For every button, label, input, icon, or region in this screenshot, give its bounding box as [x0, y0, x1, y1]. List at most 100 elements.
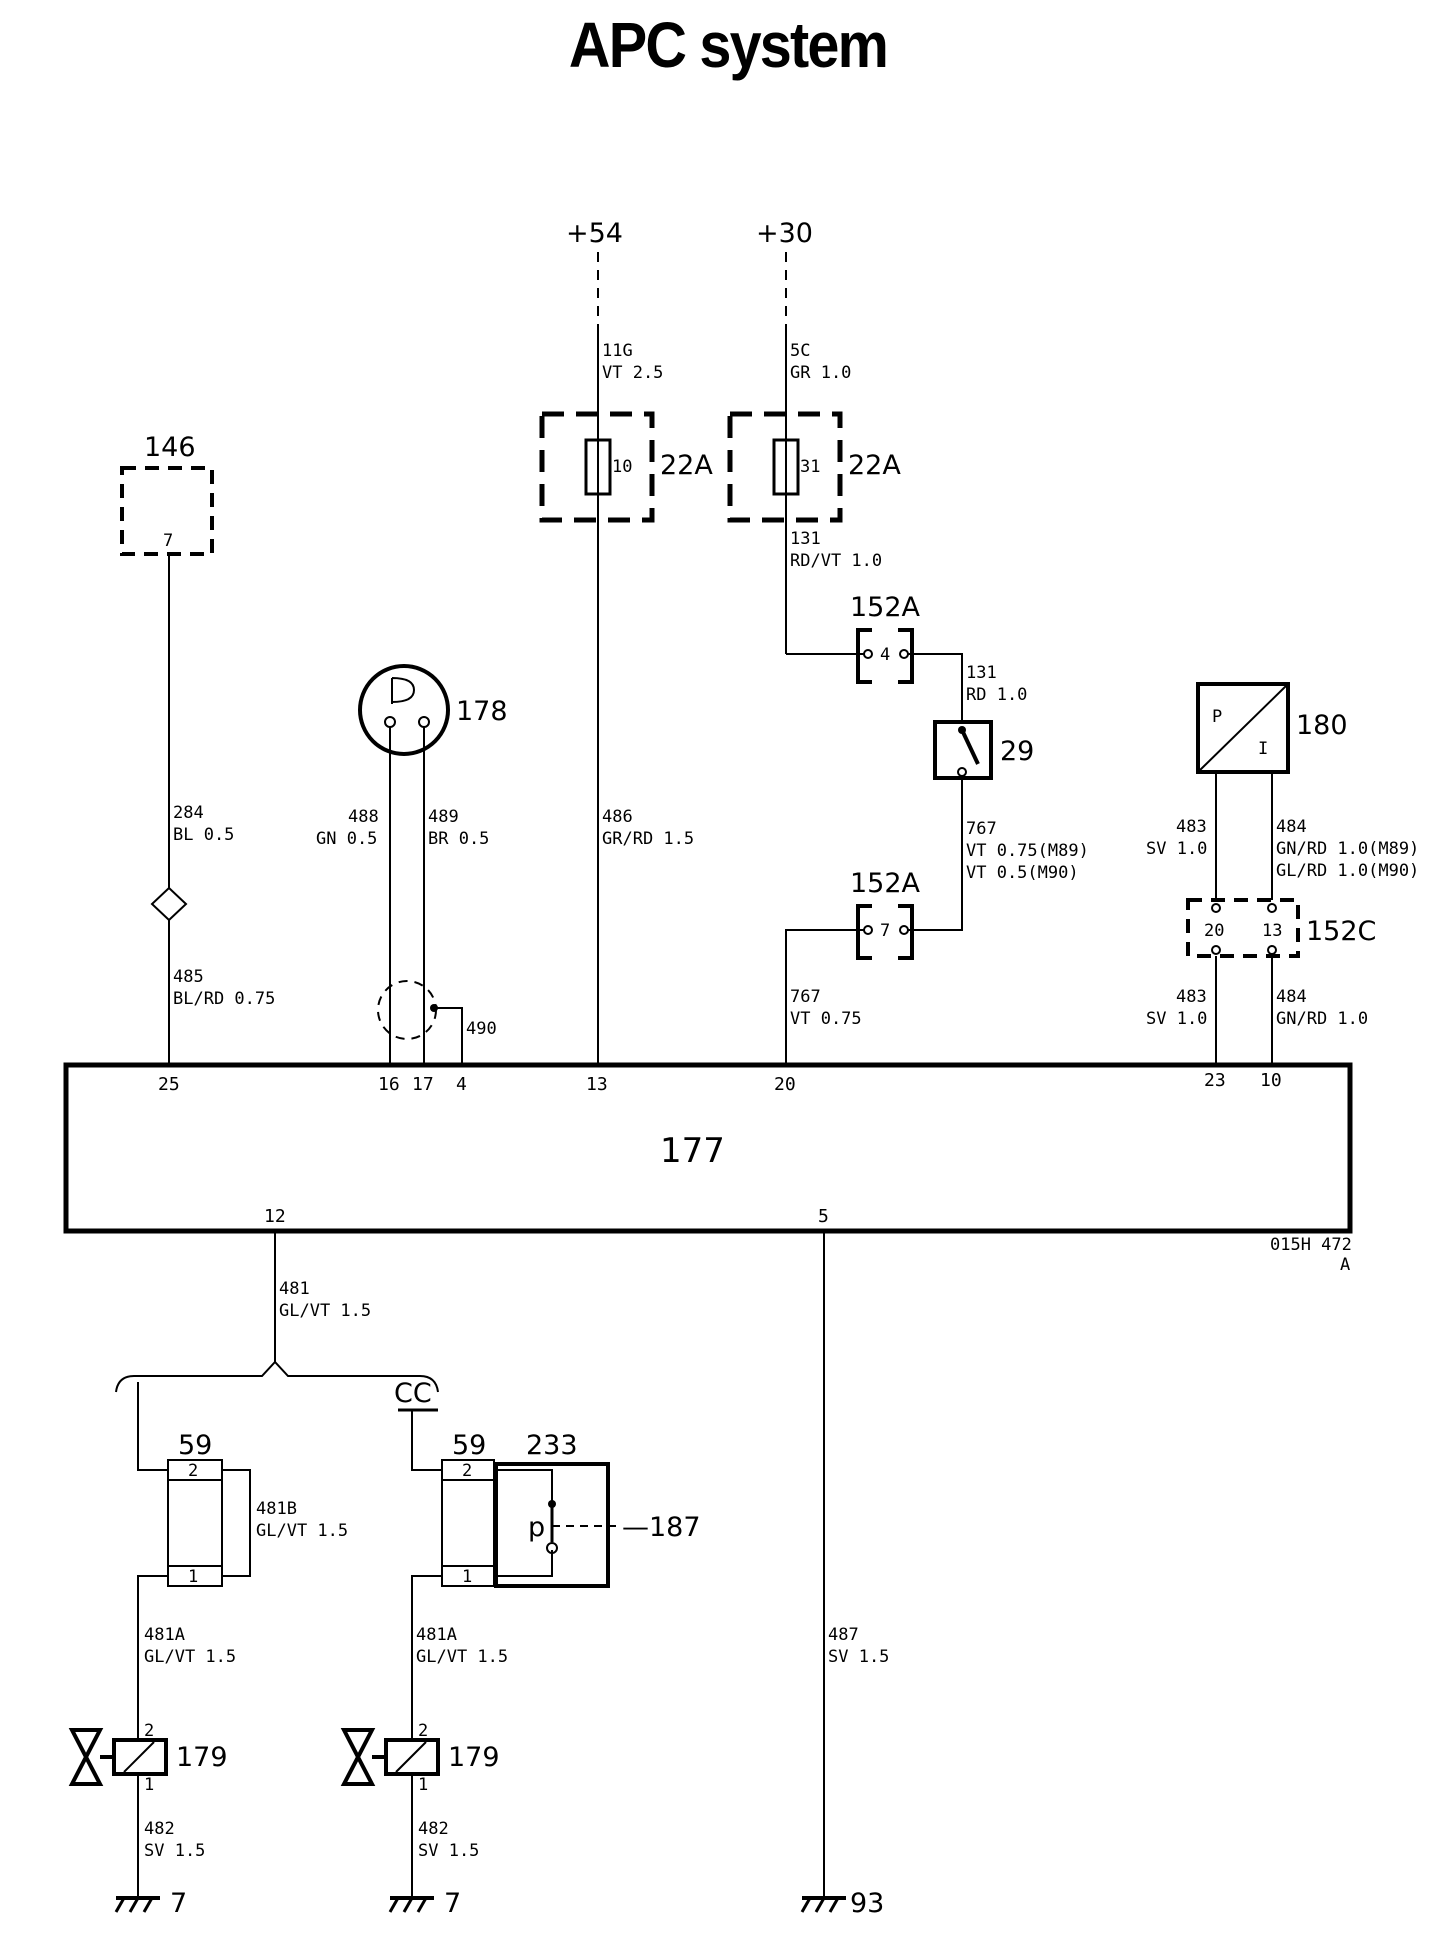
- connector-152a-top-pin-b: [899, 649, 909, 659]
- wire-488-num: 488: [348, 807, 379, 827]
- wire-482-left-num: 482: [144, 1819, 175, 1839]
- valve-179-left-pin-2: 2: [144, 1721, 154, 1741]
- ecu-pin-13: 13: [586, 1074, 608, 1095]
- fuse-element-left: [584, 438, 612, 496]
- wire-481a-right: [411, 1575, 442, 1724]
- valve-179-left-label: 179: [176, 1742, 228, 1773]
- wire-483a-num: 483: [1176, 817, 1207, 837]
- fuse-pin-31: 31: [800, 457, 820, 477]
- switch-233-label: 233: [526, 1430, 578, 1461]
- fuse-box-22a-left: [539, 411, 655, 523]
- page-title: APC system: [568, 9, 889, 81]
- shield-490-circle: [377, 980, 437, 1040]
- variant-brace: [115, 1360, 439, 1393]
- wire-490-label: 490: [466, 1019, 497, 1039]
- fuse-element-right: [772, 438, 800, 496]
- connector-152c-pin-a-bot: [1211, 945, 1221, 955]
- ecu-pin-10: 10: [1260, 1070, 1282, 1091]
- connector-152c-box: [1186, 898, 1300, 958]
- ecu-177-box: [63, 1062, 1353, 1234]
- connector-152a-top-label: 152A: [850, 592, 921, 623]
- wire-484a-m89: GN/RD 1.0(M89): [1276, 839, 1419, 859]
- wire-481a-left-num: 481A: [144, 1625, 185, 1645]
- wire-484a-m90: GL/RD 1.0(M90): [1276, 861, 1419, 881]
- connector-59-left-pin-1: 1: [188, 1567, 198, 1587]
- switch-29-lever: [960, 729, 980, 765]
- wire-481b: [222, 1469, 251, 1577]
- connector-152a-bot-left: [856, 904, 872, 960]
- wire-767-to-152a-bot: [908, 778, 963, 931]
- connector-152c-pin-b-bot: [1267, 945, 1277, 955]
- connector-152a-bot-pin: 7: [880, 921, 890, 941]
- wire-482-left-color: SV 1.5: [144, 1841, 205, 1861]
- ecu-pin-23: 23: [1204, 1070, 1226, 1091]
- wire-488-color: GN 0.5: [316, 829, 377, 849]
- sensor-178-pin-a: [384, 716, 396, 728]
- wire-767a-m89: VT 0.75(M89): [966, 841, 1089, 861]
- connector-59-right-pin-2: 2: [462, 1461, 472, 1481]
- wire-482-right-color: SV 1.5: [418, 1841, 479, 1861]
- wire-11g-num: 11G: [602, 341, 633, 361]
- connector-152a-top-left: [856, 628, 872, 684]
- ecu-pin-5: 5: [818, 1206, 829, 1227]
- ecu-pin-20: 20: [774, 1074, 796, 1095]
- ecu-pin-16: 16: [378, 1074, 400, 1095]
- sensor-178-pin-b: [418, 716, 430, 728]
- wire-481a-right-color: GL/VT 1.5: [416, 1647, 508, 1667]
- valve-179-right-icon: [340, 1728, 376, 1786]
- component-146-label: 146: [144, 432, 196, 463]
- fuse-label-22a-left: 22A: [660, 450, 713, 481]
- splice-diamond: [150, 886, 188, 922]
- supply-54-label: +54: [566, 218, 623, 249]
- ecu-pin-12: 12: [264, 1206, 286, 1227]
- ground-left-icon: [114, 1896, 160, 1913]
- wire-284-num: 284: [173, 803, 204, 823]
- connector-59-left-pin-2: 2: [188, 1461, 198, 1481]
- connector-59-right-label: 59: [452, 1430, 486, 1461]
- wire-482-right-num: 482: [418, 1819, 449, 1839]
- switch-233-p: p: [528, 1512, 545, 1543]
- connector-152a-top-pin: 4: [880, 645, 890, 665]
- wire-481a-left: [137, 1575, 168, 1724]
- sensor-178-p-symbol: [391, 677, 416, 704]
- wire-481a-left-color: GL/VT 1.5: [144, 1647, 236, 1667]
- wire-485-color: BL/RD 0.75: [173, 989, 275, 1009]
- ecu-pin-25: 25: [158, 1074, 180, 1095]
- connector-59-left-label: 59: [178, 1430, 212, 1461]
- wire-767a-m90: VT 0.5(M90): [966, 863, 1079, 883]
- wire-489-color: BR 0.5: [428, 829, 489, 849]
- connector-152a-bot-pin-b: [899, 925, 909, 935]
- wire-767a-num: 767: [966, 819, 997, 839]
- switch-233-open-contact: [546, 1542, 558, 1554]
- wire-to-59-left: [137, 1382, 168, 1471]
- connector-152a-top-pin-a: [863, 649, 873, 659]
- ground-93-icon: [800, 1896, 846, 1913]
- cc-label: CC: [394, 1378, 432, 1409]
- sensor-180-i: I: [1258, 739, 1268, 759]
- wire-487-color: SV 1.5: [828, 1647, 889, 1667]
- ground-right-icon: [388, 1896, 434, 1913]
- fuse-box-22a-right: [727, 411, 843, 523]
- sensor-180-diagonal: [1197, 683, 1289, 773]
- switch-29-contact: [957, 767, 967, 777]
- switch-233-wire-top: [494, 1469, 553, 1504]
- connector-152c-pin-13: 13: [1262, 921, 1282, 941]
- component-187-label: —187: [622, 1512, 701, 1543]
- connector-152c-pin-b-top: [1267, 903, 1277, 913]
- valve-179-left-pin-1: 1: [144, 1775, 154, 1795]
- supply-30-label: +30: [756, 218, 813, 249]
- wire-767b-color: VT 0.75: [790, 1009, 862, 1029]
- wire-483b-num: 483: [1176, 987, 1207, 1007]
- switch-233-wire-bot: [494, 1550, 553, 1577]
- wire-131-to-switch: [908, 653, 963, 722]
- wire-767b-num: 767: [790, 987, 821, 1007]
- ecu-177-label: 177: [660, 1131, 725, 1171]
- connector-152c-pin-a-top: [1211, 903, 1221, 913]
- valve-179-right-pin-1: 1: [418, 1775, 428, 1795]
- drawing-ref-rev: A: [1340, 1255, 1350, 1275]
- wire-481-num: 481: [279, 1279, 310, 1299]
- valve-179-right-pin-2: 2: [418, 1721, 428, 1741]
- wire-485-num: 485: [173, 967, 204, 987]
- switch-29-label: 29: [1000, 736, 1034, 767]
- sensor-180-p: P: [1212, 707, 1222, 727]
